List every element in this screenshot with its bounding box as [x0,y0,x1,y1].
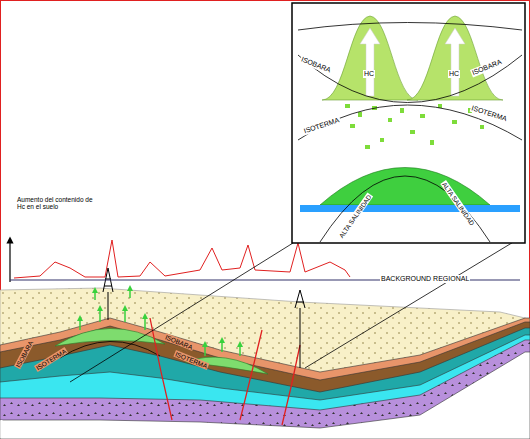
plume-label: HC [363,70,375,78]
plume-label: HC [448,70,460,78]
axis-label: Aumento del contenido de Hc en el suelo [16,196,98,210]
baseline-label: BACKGROUND REGIONAL [380,275,470,283]
